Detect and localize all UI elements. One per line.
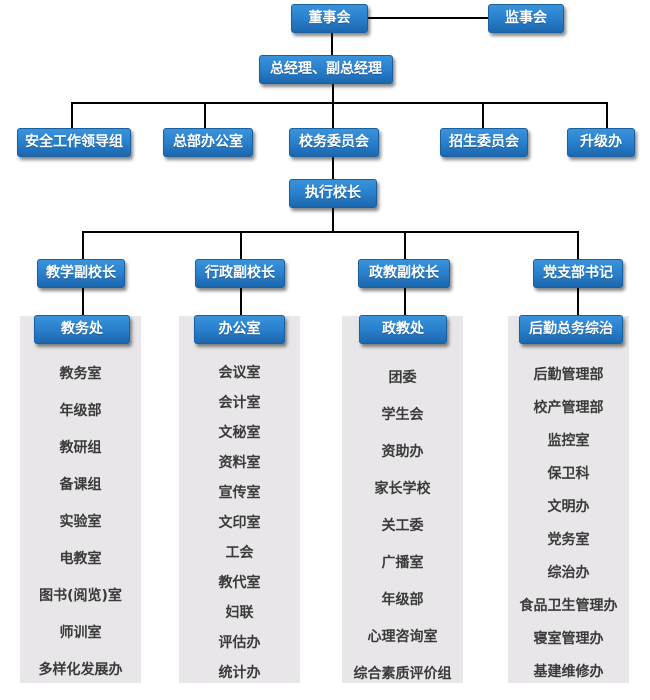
list-item: 资助办: [381, 444, 424, 460]
connector-drop-2: [204, 102, 206, 128]
list-item: 宣传室: [218, 485, 261, 501]
list-item: 教代室: [218, 575, 261, 591]
node-safety-group: 安全工作领导组: [17, 128, 131, 157]
connector-col4-dept: [577, 288, 579, 316]
list-item: 文秘室: [218, 425, 261, 441]
list-item: 保卫科: [547, 466, 590, 482]
column-panel-political: 团委 学生会 资助办 家长学校 关工委 广播室 年级部 心理咨询室 综合素质评价…: [342, 316, 463, 683]
list-item: 教务室: [59, 366, 102, 382]
node-col4-head: 党支部书记: [533, 259, 623, 288]
node-col2-head: 行政副校长: [195, 259, 285, 288]
node-col1-head: 教学副校长: [37, 259, 125, 288]
list-item: 备课组: [59, 477, 102, 493]
node-board: 董事会: [291, 4, 368, 33]
node-col1-dept: 教务处: [34, 315, 130, 344]
list-item: 关工委: [381, 518, 424, 534]
list-item: 统计办: [218, 665, 261, 681]
column-list: 团委 学生会 资助办 家长学校 关工委 广播室 年级部 心理咨询室 综合素质评价…: [342, 360, 463, 693]
node-executive-principal: 执行校长: [289, 179, 377, 208]
column-panel-admin: 会议室 会计室 文秘室 资料室 宣传室 文印室 工会 教代室 妇联 评估办 统计…: [179, 316, 300, 683]
list-item: 文印室: [218, 515, 261, 531]
node-general-manager: 总经理、副总经理: [259, 55, 393, 84]
list-item: 妇联: [225, 605, 254, 621]
list-item: 基建维修办: [533, 664, 604, 680]
column-panel-party: 后勤管理部 校产管理部 监控室 保卫科 文明办 党务室 综治办 食品卫生管理办 …: [508, 316, 629, 683]
list-item: 教研组: [59, 440, 102, 456]
list-item: 校产管理部: [533, 400, 604, 416]
node-upgrade-office: 升级办: [567, 128, 635, 157]
node-hq-office: 总部办公室: [163, 128, 253, 157]
connector-col2-drop: [240, 231, 242, 259]
list-item: 实验室: [59, 514, 102, 530]
list-item: 资料室: [218, 455, 261, 471]
node-col3-dept: 政教处: [359, 315, 447, 344]
list-item: 年级部: [59, 403, 102, 419]
list-item: 工会: [225, 545, 254, 561]
list-item: 寝室管理办: [533, 631, 604, 647]
list-item: 文明办: [547, 499, 590, 515]
node-school-committee: 校务委员会: [289, 128, 379, 157]
connector-level5-bus: [82, 231, 578, 233]
list-item: 多样化发展办: [38, 662, 123, 678]
list-item: 综治办: [547, 565, 590, 581]
node-supervisory: 监事会: [488, 4, 564, 33]
list-item: 评估办: [218, 635, 261, 651]
list-item: 家长学校: [374, 481, 431, 497]
connector-col3-dept: [404, 288, 406, 316]
list-item: 心理咨询室: [367, 629, 438, 645]
column-list: 后勤管理部 校产管理部 监控室 保卫科 文明办 党务室 综治办 食品卫生管理办 …: [508, 359, 629, 689]
connector-col1-drop: [82, 231, 84, 259]
column-panel-academic: 教务室 年级部 教研组 备课组 实验室 电教室 图书(阅览)室 师训室 多样化发…: [20, 316, 141, 683]
list-item: 食品卫生管理办: [519, 598, 618, 614]
connector-level3-bus: [71, 102, 608, 104]
list-item: 党务室: [547, 532, 590, 548]
connector-committee-exec: [332, 157, 334, 179]
list-item: 会计室: [218, 395, 261, 411]
list-item: 会议室: [218, 365, 261, 381]
node-col2-dept: 办公室: [194, 315, 285, 344]
connector-col3-drop: [404, 231, 406, 259]
node-col3-head: 政教副校长: [358, 259, 450, 288]
connector-col2-dept: [240, 288, 242, 316]
connector-drop-1: [71, 102, 73, 128]
connector-gm-down: [332, 84, 334, 128]
list-item: 团委: [388, 370, 417, 386]
connector-exec-down: [332, 208, 334, 232]
list-item: 后勤管理部: [533, 367, 604, 383]
list-item: 年级部: [381, 592, 424, 608]
connector-drop-4: [482, 102, 484, 128]
connector-col1-dept: [82, 288, 84, 316]
column-list: 会议室 会计室 文秘室 资料室 宣传室 文印室 工会 教代室 妇联 评估办 统计…: [179, 358, 300, 688]
connector-board-supervisory: [368, 17, 488, 19]
list-item: 综合素质评价组: [353, 666, 452, 682]
node-col4-dept: 后勤总务综治: [519, 315, 623, 344]
list-item: 图书(阅览)室: [39, 588, 122, 604]
connector-col4-drop: [577, 231, 579, 259]
connector-board-gm: [331, 33, 333, 55]
list-item: 广播室: [381, 555, 424, 571]
node-enrollment-committee: 招生委员会: [440, 128, 528, 157]
connector-drop-5: [606, 102, 608, 128]
list-item: 学生会: [381, 407, 424, 423]
column-list: 教务室 年级部 教研组 备课组 实验室 电教室 图书(阅览)室 师训室 多样化发…: [20, 356, 141, 689]
list-item: 监控室: [547, 433, 590, 449]
list-item: 电教室: [59, 551, 102, 567]
list-item: 师训室: [59, 625, 102, 641]
